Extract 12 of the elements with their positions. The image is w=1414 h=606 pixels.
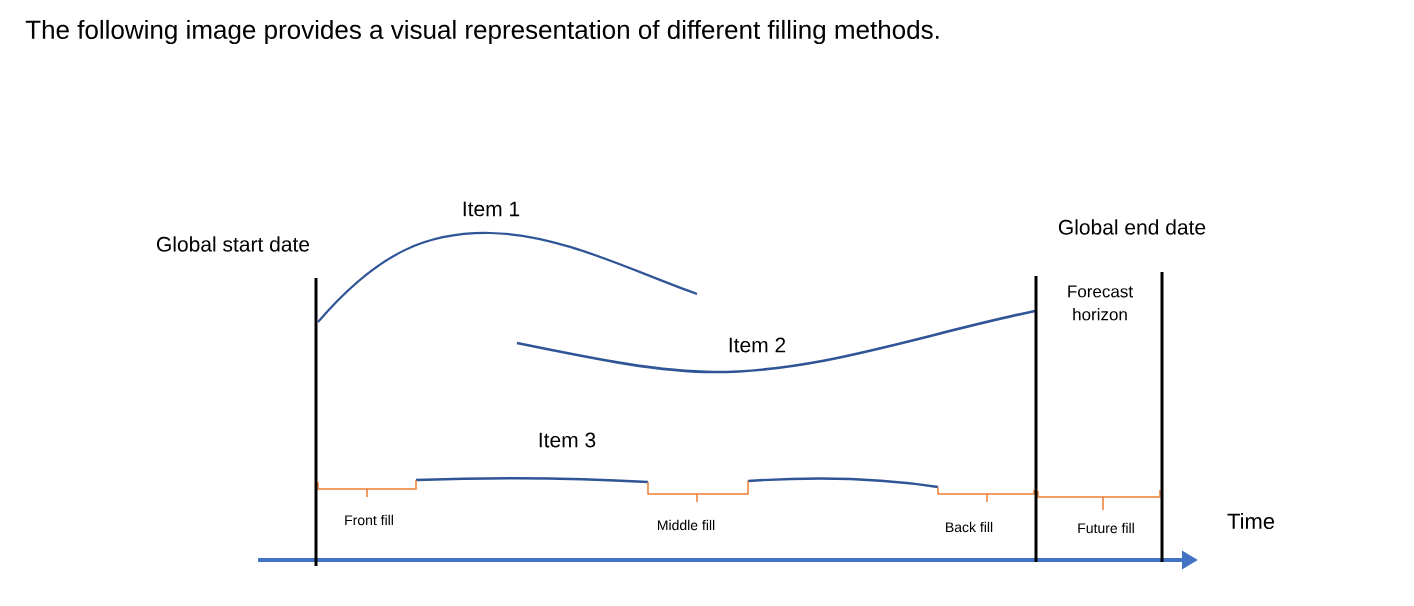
date-label: Global start date bbox=[157, 236, 310, 252]
fill-label: Middle fill bbox=[658, 519, 715, 531]
axis-label: Time bbox=[1227, 512, 1275, 530]
item-label: Item 1 bbox=[463, 201, 520, 217]
heading: The following image provides a visual representation of different filling methods. bbox=[25, 19, 939, 45]
fill-label: Future fill bbox=[1078, 522, 1134, 534]
item-label: Item 2 bbox=[729, 337, 786, 353]
fill-label: Back fill bbox=[946, 521, 993, 533]
horizon-label: Forecast horizon bbox=[1068, 285, 1133, 321]
date-label: Global end date bbox=[1058, 219, 1206, 235]
fill-label: Front fill bbox=[345, 514, 393, 526]
item-label: Item 3 bbox=[539, 432, 596, 448]
